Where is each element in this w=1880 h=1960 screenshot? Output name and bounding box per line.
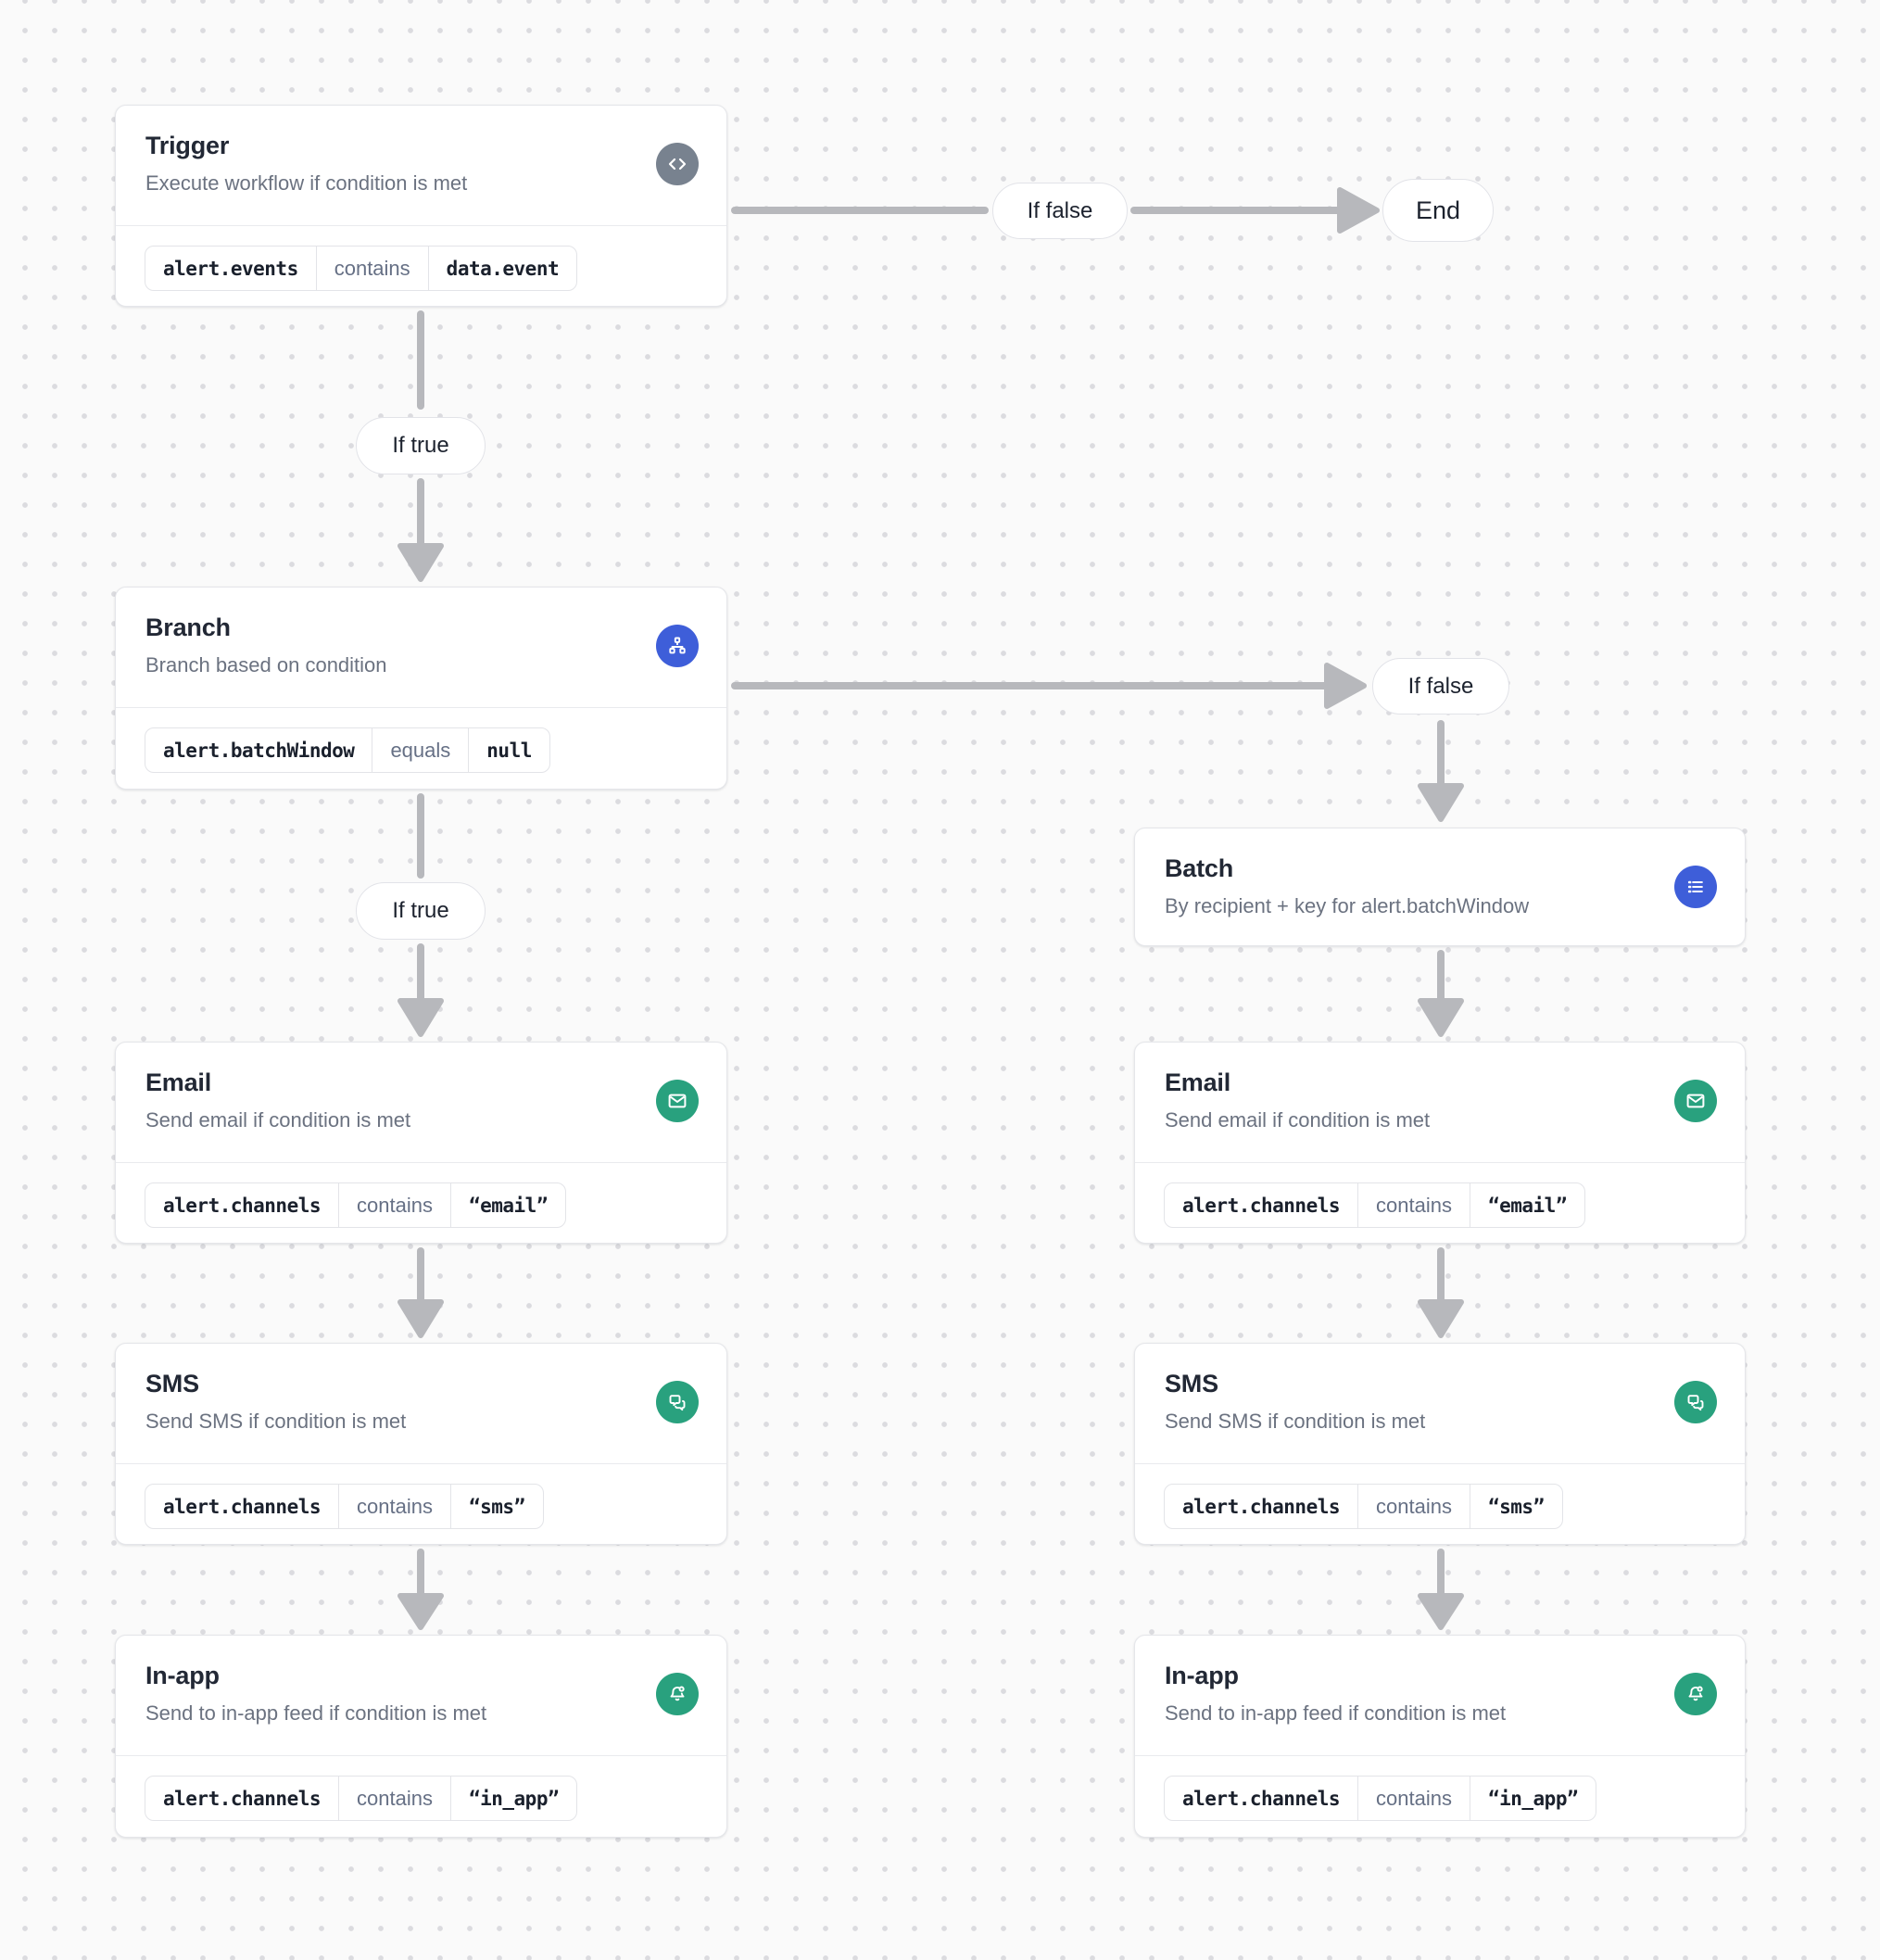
- condition-pill: alert.channels contains “email”: [1164, 1182, 1585, 1228]
- condition-value: null: [486, 739, 532, 762]
- end-label: End: [1415, 196, 1461, 224]
- arrowhead-branch: [397, 543, 444, 582]
- arrowhead-emaill: [397, 998, 444, 1037]
- node-email-left[interactable]: Email Send email if condition is met ale…: [115, 1042, 727, 1244]
- node-subtitle: Execute workflow if condition is met: [145, 171, 468, 195]
- edge-label-if-true-top: If true: [356, 417, 486, 474]
- node-subtitle: Send email if condition is met: [1165, 1107, 1431, 1132]
- condition-field: alert.events: [163, 257, 298, 280]
- condition-pill: alert.channels contains “in_app”: [145, 1776, 578, 1821]
- edge-label-if-false-top: If false: [992, 183, 1128, 239]
- arrowhead-emailr: [1418, 998, 1464, 1037]
- condition-operator: contains: [1376, 1193, 1452, 1217]
- condition-operator: contains: [1376, 1786, 1452, 1810]
- arrowhead-batch: [1418, 783, 1464, 822]
- condition-value: “sms”: [1487, 1495, 1545, 1518]
- node-title: In-app: [1165, 1662, 1239, 1689]
- arrowhead-iffalse: [1324, 663, 1367, 709]
- edge-label-text: If true: [392, 898, 449, 923]
- condition-field: alert.channels: [1182, 1194, 1341, 1217]
- edge-label-if-false-branch: If false: [1372, 658, 1509, 714]
- condition-field: alert.channels: [163, 1495, 322, 1518]
- node-trigger[interactable]: Trigger Execute workflow if condition is…: [115, 105, 727, 307]
- list-icon: [1674, 866, 1717, 908]
- edge-label-if-true-bottom: If true: [356, 882, 486, 940]
- node-title: SMS: [1165, 1370, 1218, 1397]
- bell-icon: [1674, 1673, 1717, 1715]
- condition-pill: alert.channels contains “sms”: [1164, 1484, 1563, 1529]
- condition-value: “sms”: [468, 1495, 525, 1518]
- condition-operator: contains: [357, 1193, 433, 1217]
- node-sms-right[interactable]: SMS Send SMS if condition is met alert.c…: [1134, 1343, 1746, 1545]
- branch-icon: [656, 625, 699, 667]
- node-subtitle: Send to in-app feed if condition is met: [145, 1701, 487, 1725]
- node-subtitle: Send SMS if condition is met: [1165, 1409, 1426, 1433]
- node-inapp-right[interactable]: In-app Send to in-app feed if condition …: [1134, 1635, 1746, 1838]
- bell-icon: [656, 1673, 699, 1715]
- arrowhead-smsr: [1418, 1299, 1464, 1338]
- node-subtitle: Send email if condition is met: [145, 1107, 411, 1132]
- condition-field: alert.channels: [1182, 1495, 1341, 1518]
- condition-field: alert.channels: [163, 1194, 322, 1217]
- condition-operator: contains: [357, 1786, 433, 1810]
- condition-operator: contains: [1376, 1494, 1452, 1518]
- condition-value: “in_app”: [1487, 1787, 1579, 1810]
- chat-icon: [1674, 1381, 1717, 1423]
- arrowhead-inappl: [397, 1593, 444, 1630]
- condition-pill: alert.batchWindow equals null: [145, 727, 550, 773]
- node-email-right[interactable]: Email Send email if condition is met ale…: [1134, 1042, 1746, 1244]
- condition-operator: contains: [357, 1494, 433, 1518]
- chat-icon: [656, 1381, 699, 1423]
- node-subtitle: Send SMS if condition is met: [145, 1409, 407, 1433]
- envelope-icon: [656, 1080, 699, 1122]
- node-title: Email: [145, 1069, 212, 1096]
- code-icon: [656, 143, 699, 185]
- edge-label-text: If false: [1407, 673, 1474, 699]
- node-branch[interactable]: Branch Branch based on condition alert.b…: [115, 587, 727, 790]
- node-title: Email: [1165, 1069, 1231, 1096]
- condition-value: “in_app”: [468, 1787, 560, 1810]
- condition-operator: contains: [334, 256, 410, 280]
- end-node: End: [1382, 179, 1494, 242]
- edge-label-text: If true: [392, 433, 449, 458]
- node-title: SMS: [145, 1370, 199, 1397]
- condition-field: alert.channels: [1182, 1787, 1341, 1810]
- condition-value: “email”: [468, 1194, 549, 1217]
- arrowhead-inappr: [1418, 1593, 1464, 1630]
- envelope-icon: [1674, 1080, 1717, 1122]
- arrowhead-end: [1337, 187, 1380, 234]
- node-title: Trigger: [145, 132, 230, 159]
- node-subtitle: By recipient + key for alert.batchWindow: [1165, 893, 1530, 917]
- condition-pill: alert.channels contains “email”: [145, 1182, 566, 1228]
- node-title: Branch: [145, 613, 231, 641]
- condition-field: alert.channels: [163, 1787, 322, 1810]
- node-batch[interactable]: Batch By recipient + key for alert.batch…: [1134, 828, 1746, 946]
- condition-operator: equals: [390, 738, 451, 762]
- node-title: In-app: [145, 1662, 220, 1689]
- condition-pill: alert.channels contains “in_app”: [1164, 1776, 1597, 1821]
- arrowhead-smsl: [397, 1299, 444, 1338]
- node-sms-left[interactable]: SMS Send SMS if condition is met alert.c…: [115, 1343, 727, 1545]
- condition-value: data.event: [446, 257, 560, 280]
- node-subtitle: Send to in-app feed if condition is met: [1165, 1701, 1507, 1725]
- edge-label-text: If false: [1027, 197, 1093, 223]
- node-title: Batch: [1165, 854, 1234, 882]
- condition-value: “email”: [1487, 1194, 1568, 1217]
- node-inapp-left[interactable]: In-app Send to in-app feed if condition …: [115, 1635, 727, 1838]
- condition-pill: alert.events contains data.event: [145, 246, 578, 291]
- condition-field: alert.batchWindow: [163, 739, 355, 762]
- node-subtitle: Branch based on condition: [145, 652, 387, 677]
- condition-pill: alert.channels contains “sms”: [145, 1484, 544, 1529]
